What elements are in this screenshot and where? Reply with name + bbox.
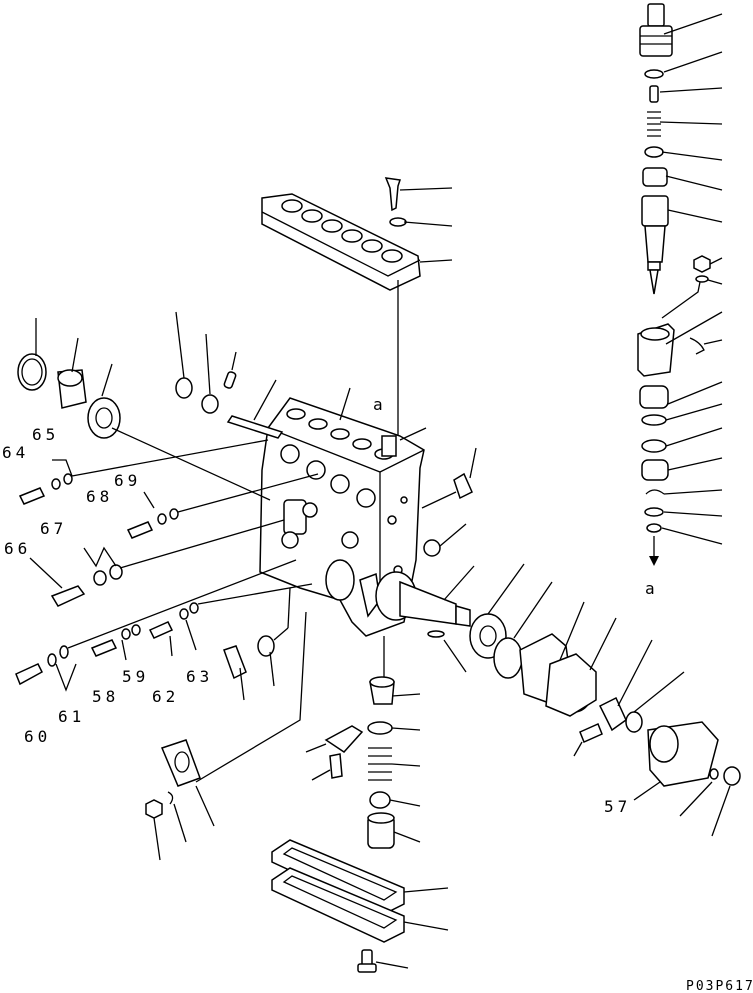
callout-57: 57	[604, 797, 631, 816]
lower-left-flange	[145, 739, 215, 861]
nozzle-holder-stack: a	[637, 3, 711, 598]
tappet-stack	[305, 636, 421, 849]
callout-group-brackets	[29, 459, 275, 701]
callout-66: 66	[4, 539, 31, 558]
callout-59: 59	[122, 667, 149, 686]
reference-mark-top: a	[373, 395, 387, 414]
drawing-code: P03P617	[686, 979, 753, 993]
callout-65: 65	[32, 425, 59, 444]
callout-67: 67	[40, 519, 67, 538]
right-leader-lines	[659, 13, 723, 545]
callout-58: 58	[92, 687, 119, 706]
reference-mark-bottom: a	[645, 579, 659, 598]
callout-62: 62	[152, 687, 179, 706]
drive-shaft	[375, 571, 471, 627]
bottom-gaskets	[271, 839, 449, 973]
callout-60: 60	[24, 727, 51, 746]
callout-64: 64	[2, 443, 29, 462]
top-cover-plate	[261, 177, 453, 438]
left-rings-and-bearings	[17, 311, 351, 501]
callout-63: 63	[186, 667, 213, 686]
callout-labels: 57 58 59 60 61 62 63 64 65 66 67 68 69	[2, 425, 631, 816]
callout-69: 69	[114, 471, 141, 490]
callout-61: 61	[58, 707, 85, 726]
callout-68: 68	[86, 487, 113, 506]
housing-right-parts	[399, 427, 741, 837]
